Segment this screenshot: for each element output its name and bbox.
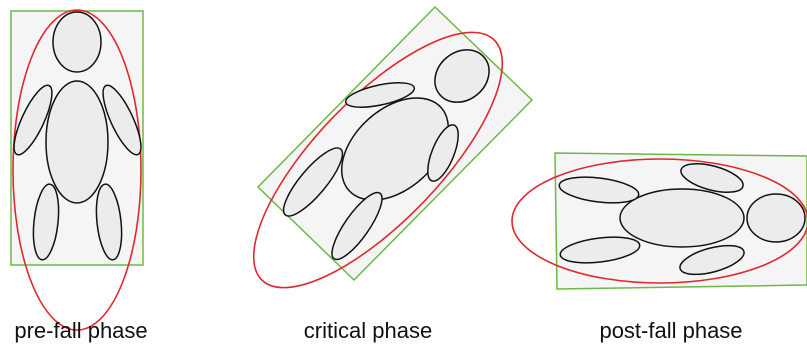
post-fall-upper-leg xyxy=(558,176,640,204)
pre-fall-phase-label: pre-fall phase xyxy=(14,318,147,343)
critical-lower-leg xyxy=(331,191,383,261)
post-fall-lower-arm xyxy=(679,244,745,276)
pre-fall-torso xyxy=(45,80,109,204)
critical-head xyxy=(434,49,490,103)
critical-lower-arm xyxy=(427,124,459,182)
post-fall-upper-arm xyxy=(680,163,744,193)
post-fall-fitted-ellipse xyxy=(511,158,807,284)
critical-phase-label: critical phase xyxy=(304,318,432,343)
critical-figure xyxy=(252,5,534,289)
pre-fall-right-leg xyxy=(95,183,123,261)
post-fall-head xyxy=(746,193,806,243)
pre-fall-right-arm xyxy=(102,84,142,156)
pre-fall-figure xyxy=(10,9,144,331)
pre-fall-left-leg xyxy=(32,183,60,261)
critical-upper-arm xyxy=(344,82,416,108)
post-fall-figure xyxy=(511,152,807,290)
critical-fitted-ellipse xyxy=(252,31,504,289)
pre-fall-head xyxy=(52,11,102,73)
pre-fall-fitted-ellipse xyxy=(12,9,142,331)
post-fall-torso xyxy=(619,188,745,248)
post-fall-phase-label: post-fall phase xyxy=(599,318,742,343)
critical-upper-leg xyxy=(282,147,344,217)
post-fall-lower-leg xyxy=(559,236,641,264)
critical-torso xyxy=(340,97,450,201)
pre-fall-left-arm xyxy=(13,84,53,156)
